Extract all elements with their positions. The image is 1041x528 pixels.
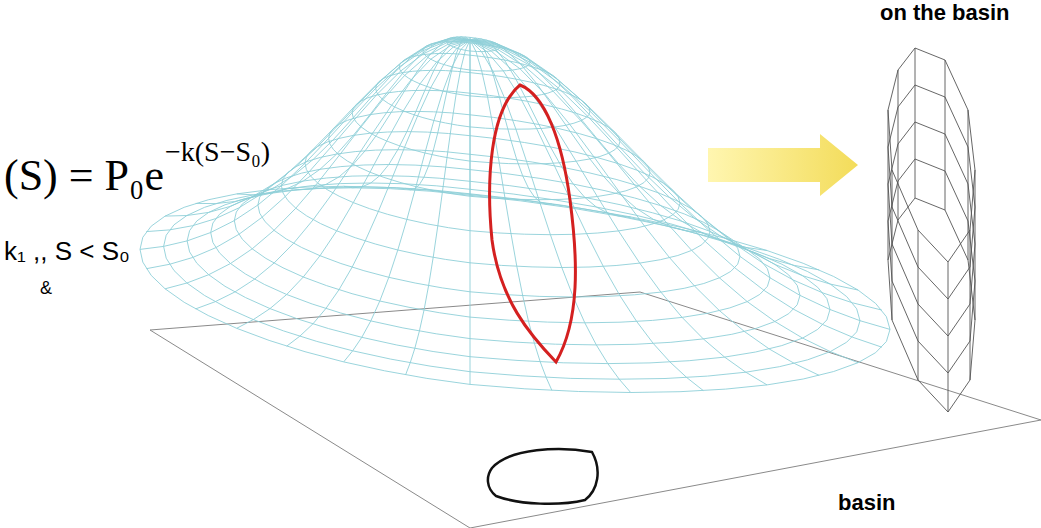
title-text: on the basin — [880, 0, 1010, 26]
condition-text: k₁ ,, S < S₀ — [4, 236, 130, 267]
basin-volume — [888, 48, 975, 412]
and-symbol: & — [40, 278, 52, 299]
surface-mesh — [140, 37, 890, 393]
formula-exponent: −k(S−S₀) — [165, 136, 270, 168]
arrow — [708, 134, 858, 196]
formula: (S) = P₀e — [4, 150, 164, 201]
basin-outline — [488, 449, 598, 504]
basin-label: basin — [838, 490, 895, 516]
base-plane — [150, 292, 1041, 528]
red-contour — [490, 85, 576, 362]
